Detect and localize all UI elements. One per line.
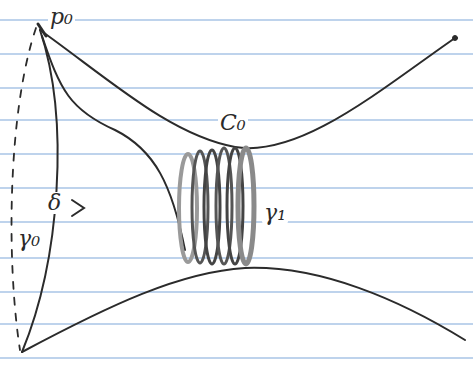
endpoint-dot (453, 36, 458, 41)
delta-path (42, 36, 185, 250)
upper-curve-c0 (40, 30, 455, 148)
ruled-lines (0, 20, 473, 358)
math-label: γ₁ (262, 202, 288, 224)
math-label: C₀ (218, 112, 248, 134)
left-solid-edge (22, 30, 58, 352)
delta-arrowhead (72, 200, 84, 216)
gamma0-dashed-loop (12, 28, 36, 350)
base-point (38, 24, 46, 36)
math-label: γ₀ (16, 228, 42, 250)
math-label: p₀ (48, 6, 75, 28)
math-label: δ (46, 192, 63, 214)
gamma1-loops (179, 148, 254, 264)
lower-curve (22, 268, 465, 352)
